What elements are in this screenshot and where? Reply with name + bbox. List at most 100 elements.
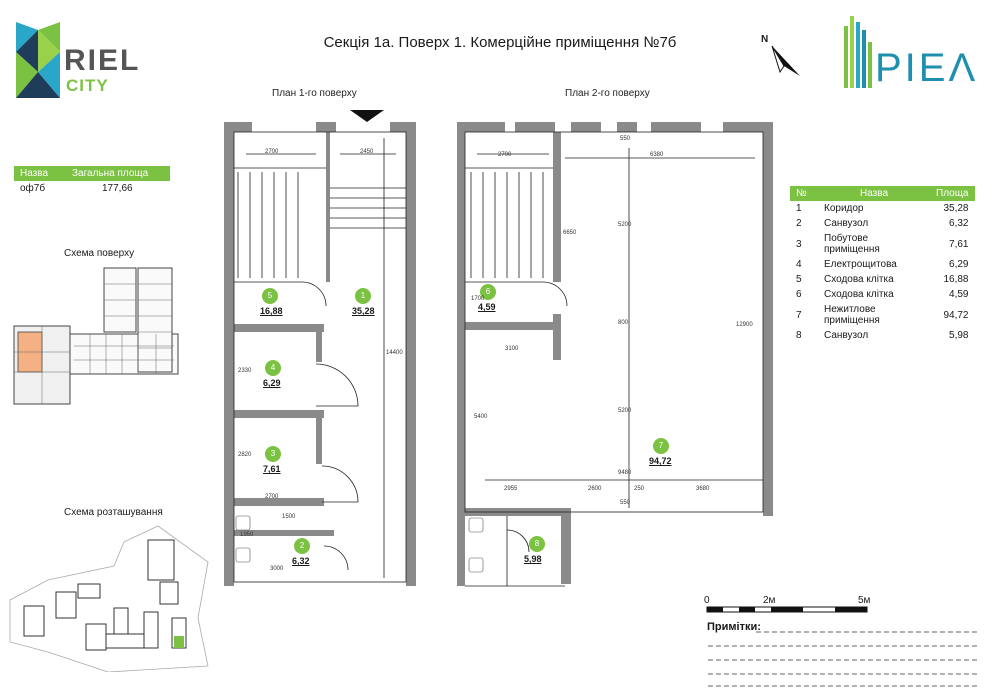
- dim-p1-width-right: 2450: [360, 149, 374, 155]
- dim-p2-stair-width: 2700: [498, 152, 512, 158]
- summary-cell-area: 177,66: [102, 183, 133, 194]
- legend-row: 2 Санвузол 6,32: [790, 216, 975, 231]
- legend-num: 4: [796, 259, 802, 270]
- dim-p2-bottom-offset: 550: [620, 500, 631, 506]
- summary-header-area: Загальна площа: [66, 166, 170, 181]
- legend-row: 3 Побутове приміщення 7,61: [790, 231, 975, 257]
- legend-area: 16,88: [943, 274, 969, 285]
- room-area-3: 7,61: [263, 464, 281, 474]
- legend-area: 4,59: [949, 289, 969, 300]
- dim-p1-wc-bottom: 3000: [270, 566, 284, 572]
- legend-row: 7 Нежитлове приміщення 94,72: [790, 302, 975, 328]
- location-scheme-map: [9, 525, 209, 672]
- dim-p1-room3-width: 2700: [265, 494, 279, 500]
- summary-header-name: Назва: [14, 166, 66, 181]
- legend-num: 3: [796, 238, 802, 250]
- room-area-8: 5,98: [524, 554, 542, 564]
- legend-header-num: №: [790, 186, 818, 201]
- north-label: N: [761, 34, 769, 45]
- page-title: Секція 1а. Поверх 1. Комерційне приміщен…: [323, 34, 677, 51]
- legend-name: Коридор: [824, 203, 864, 214]
- dim-p2-room6-height: 1700: [471, 296, 485, 302]
- legend-area: 7,61: [949, 238, 969, 250]
- room-marker-8: 8: [529, 536, 545, 552]
- legend-name: Санвузол: [824, 218, 869, 229]
- logo-piel-text: PIEΛ: [875, 46, 979, 90]
- dim-p1-room4-height: 2330: [238, 368, 252, 374]
- legend-name: Сходова клітка: [824, 289, 894, 300]
- legend-num: 5: [796, 274, 802, 285]
- dim-p1-room3-height: 2820: [238, 452, 252, 458]
- legend-name: Санвузол: [824, 330, 869, 341]
- legend-name: Побутове приміщення: [824, 233, 880, 255]
- legend-num: 6: [796, 289, 802, 300]
- dim-p2-total-width: 9480: [618, 470, 632, 476]
- room-marker-5: 5: [262, 288, 278, 304]
- room-marker-7: 7: [653, 438, 669, 454]
- room-marker-6: 6: [480, 284, 496, 300]
- dim-p2-lower-span: 5200: [618, 408, 632, 414]
- dim-p2-top-width: 6380: [650, 152, 664, 158]
- summary-cell-name: оф7б: [20, 183, 46, 194]
- location-scheme-caption: Схема розташування: [64, 507, 163, 518]
- legend-area: 6,29: [949, 259, 969, 270]
- legend-num: 7: [796, 309, 802, 321]
- room-area-2: 6,32: [292, 556, 310, 566]
- legend-area: 5,98: [949, 330, 969, 341]
- legend-area: 6,32: [949, 218, 969, 229]
- dim-p1-width-left: 2700: [265, 149, 279, 155]
- room-area-6: 4,59: [478, 302, 496, 312]
- legend-name: Електрощитова: [824, 259, 897, 270]
- legend-num: 1: [796, 203, 802, 214]
- floor2-plan: [457, 122, 773, 587]
- dim-p1-wc-width: 1500: [282, 514, 296, 520]
- room-area-4: 6,29: [263, 378, 281, 388]
- dim-p2-upper-span: 5200: [618, 222, 632, 228]
- notes-label: Примітки:: [707, 621, 761, 633]
- legend-row: 5 Сходова клітка 16,88: [790, 272, 975, 287]
- room-area-1: 35,28: [352, 306, 375, 316]
- legend-header-area: Площа: [930, 186, 975, 201]
- legend-row: 6 Сходова клітка 4,59: [790, 287, 975, 302]
- piel-logo-icon: [844, 16, 872, 88]
- logo-city-text: CITY: [66, 76, 109, 95]
- legend-area: 94,72: [943, 309, 969, 321]
- dim-p2-right-width: 3680: [696, 486, 710, 492]
- dim-p2-stair-height: 6650: [563, 230, 577, 236]
- room-area-5: 16,88: [260, 306, 283, 316]
- scale-mid-label: 2м: [763, 595, 776, 606]
- floor1-plan: [224, 122, 416, 586]
- plan-floor2-label: План 2-го поверху: [565, 88, 650, 99]
- dim-p2-room6-width: 3100: [505, 346, 519, 352]
- room-marker-1: 1: [355, 288, 371, 304]
- dim-p2-column-width: 250: [634, 486, 645, 492]
- dim-p2-total-height: 12900: [736, 322, 753, 328]
- legend-num: 2: [796, 218, 802, 229]
- legend-row: 4 Електрощитова 6,29: [790, 257, 975, 272]
- riel-city-logo-icon: [16, 22, 60, 98]
- dim-p2-top-offset: 550: [620, 136, 631, 142]
- scale-bar: [706, 606, 868, 613]
- legend-row: 1 Коридор 35,28: [790, 201, 975, 216]
- dim-p2-mid-width: 2600: [588, 486, 602, 492]
- dim-p1-total-height: 14400: [386, 350, 403, 356]
- room-marker-4: 4: [265, 360, 281, 376]
- dim-p2-column: 800: [618, 320, 629, 326]
- legend-name: Нежитлове приміщення: [824, 304, 880, 326]
- legend-num: 8: [796, 330, 802, 341]
- legend-area: 35,28: [943, 203, 969, 214]
- dim-p1-wc-height: 1950: [240, 532, 254, 538]
- scale-start-label: 0: [704, 595, 710, 606]
- dim-p2-left-height: 5400: [474, 414, 488, 420]
- summary-table: Назва Загальна площа оф7б 177,66: [14, 166, 170, 196]
- logo-riel-text: RIEL: [64, 44, 141, 77]
- north-arrow-icon: [771, 45, 800, 76]
- dim-p2-wc-width: 2955: [504, 486, 518, 492]
- legend-header-name: Назва: [818, 186, 930, 201]
- plan-floor1-label: План 1-го поверху: [272, 88, 357, 99]
- entrance-arrow-icon: [350, 110, 384, 122]
- scale-end-label: 5м: [858, 595, 871, 606]
- room-area-7: 94,72: [649, 456, 672, 466]
- legend-name: Сходова клітка: [824, 274, 894, 285]
- notes-lines: [708, 631, 980, 687]
